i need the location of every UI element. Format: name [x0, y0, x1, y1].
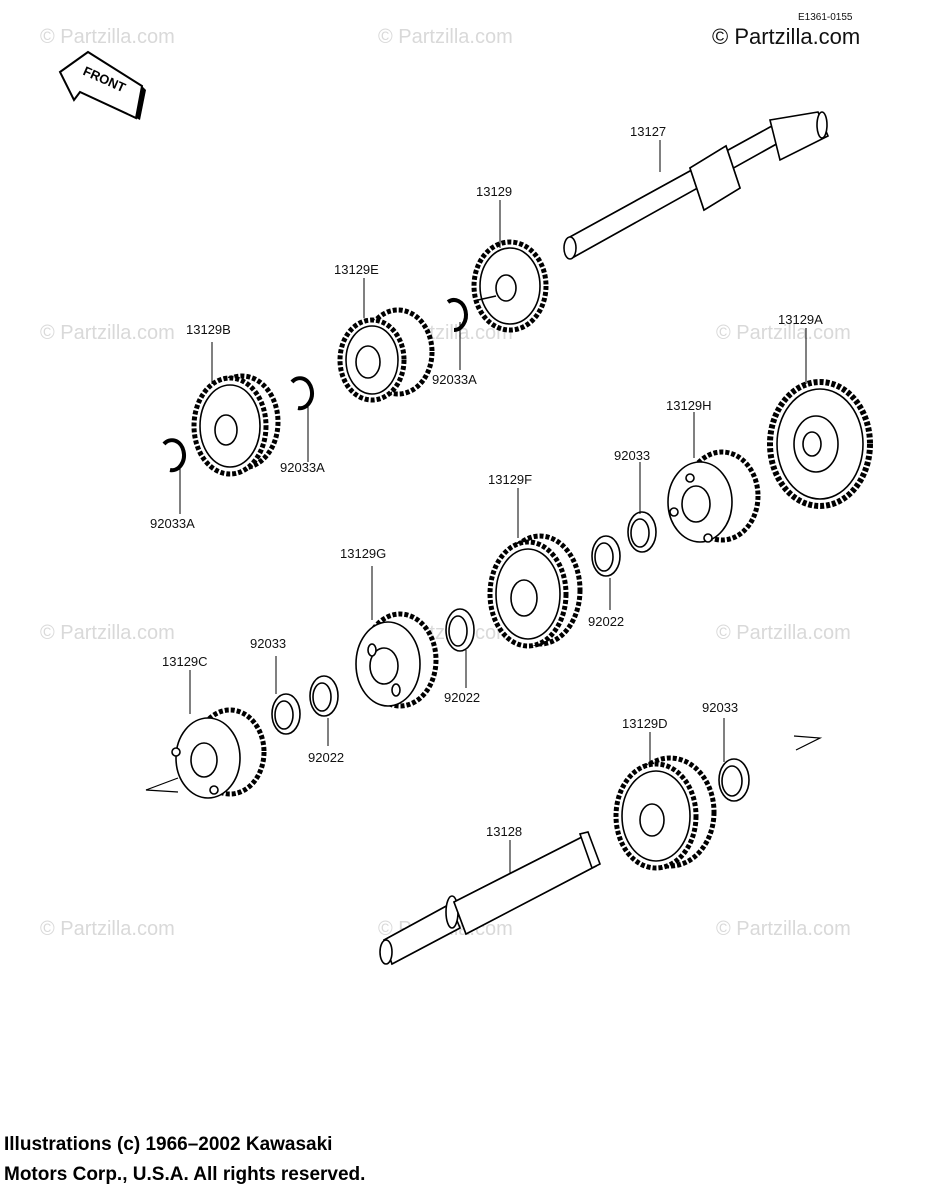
part-label-13129H: 13129H [666, 398, 712, 413]
copyright-line: Motors Corp., U.S.A. All rights reserved… [4, 1164, 366, 1185]
circlip-92033A-3 [162, 438, 186, 473]
part-label-13127: 13127 [630, 124, 667, 139]
watermark: © Partzilla.com [40, 322, 175, 344]
gear-13129F [487, 533, 583, 649]
part-label-13129G: 13129G [340, 546, 387, 561]
watermark: © Partzilla.com [716, 622, 851, 644]
part-label-13129F: 13129F [488, 472, 533, 487]
washer-92033-1 [627, 511, 657, 553]
watermark: © Partzilla.com [716, 918, 851, 940]
part-label-13129E: 13129E [334, 262, 379, 277]
drive-shaft-13128 [379, 831, 602, 966]
watermark: © Partzilla.com [40, 26, 175, 48]
washer-92033-3 [718, 758, 750, 802]
part-label-92033A: 92033A [280, 460, 325, 475]
part-label-92022: 92022 [444, 690, 481, 705]
part-label-92033A: 92033A [432, 372, 477, 387]
part-label-13129A: 13129A [778, 312, 823, 327]
watermark: © Partzilla.com [40, 918, 175, 940]
copyright-notice: Illustrations (c) 1966–2002 Kawasaki Mot… [4, 1130, 365, 1190]
gear-13129C [171, 707, 267, 799]
part-label-92033: 92033 [250, 636, 287, 651]
watermark: © Partzilla.com [716, 322, 851, 344]
reference-code: E1361-0155 [798, 12, 853, 23]
washer-92022-2 [445, 608, 475, 652]
front-arrow-icon: FRONT [58, 50, 146, 120]
leader-lines [179, 140, 807, 874]
direction-marker-left [145, 777, 179, 793]
copyright-line: Illustrations (c) 1966–2002 Kawasaki [4, 1134, 333, 1155]
gear-13129G [355, 611, 439, 709]
part-label-13129C: 13129C [162, 654, 208, 669]
part-label-13129D: 13129D [622, 716, 668, 731]
output-shaft-13127 [563, 111, 830, 260]
part-label-92033: 92033 [702, 700, 739, 715]
gear-13129A [767, 379, 873, 509]
part-label-92022: 92022 [308, 750, 345, 765]
gear-13129H [667, 449, 761, 543]
circlip-92033A-2 [290, 376, 314, 411]
gear-13129B [191, 373, 281, 477]
direction-marker-right [793, 735, 823, 751]
part-label-92033A: 92033A [150, 516, 195, 531]
gear-13129D [613, 755, 717, 871]
gear-13129 [471, 239, 549, 333]
part-label-13128: 13128 [486, 824, 523, 839]
part-label-92033: 92033 [614, 448, 651, 463]
circlip-92033A-1 [446, 298, 468, 332]
washer-92022-1 [591, 535, 621, 577]
gear-13129E [337, 307, 435, 403]
part-label-13129B: 13129B [186, 322, 231, 337]
brand-label: © Partzilla.com [712, 24, 861, 49]
part-label-92022: 92022 [588, 614, 625, 629]
watermark: © Partzilla.com [378, 26, 513, 48]
watermark: © Partzilla.com [40, 622, 175, 644]
washer-92033-2 [271, 693, 301, 735]
part-label-13129: 13129 [476, 184, 513, 199]
washer-92022-3 [309, 675, 339, 717]
